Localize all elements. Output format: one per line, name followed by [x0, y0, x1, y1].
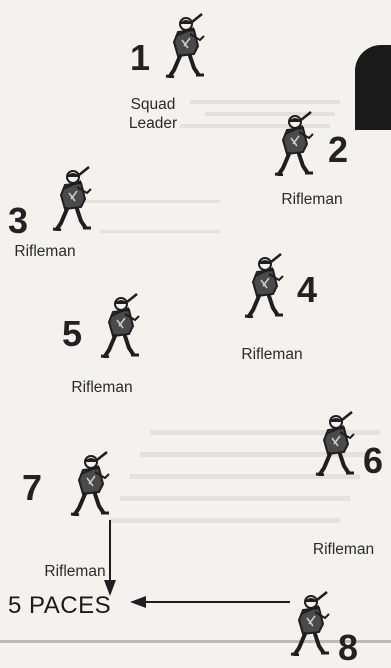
distance-marker: 5 PACES [8, 592, 111, 620]
